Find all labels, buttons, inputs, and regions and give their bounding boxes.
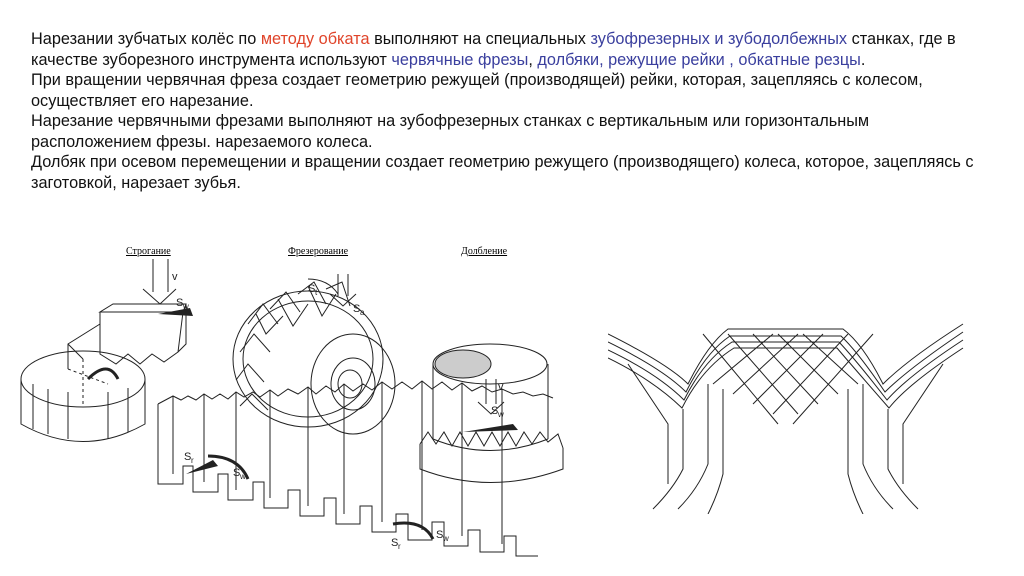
label-s: S <box>353 303 360 315</box>
gear-cutting-methods-figure: Строгание Фрезерование Долбление v S w S… <box>20 246 564 557</box>
label-sub: r <box>398 542 401 551</box>
label-v: v <box>172 271 178 283</box>
caption-planing: Строгание <box>126 246 171 257</box>
shaping-tool <box>432 364 549 439</box>
paragraph-1: Нарезании зубчатых колёс по методу обкат… <box>31 29 991 70</box>
label-sub: w <box>497 410 504 419</box>
tooth-profile-envelope-diagram <box>608 323 964 514</box>
p1-part: выполняют на специальных <box>369 30 591 48</box>
highlight-shapers: долбяки, режущие рейки , <box>537 50 734 69</box>
label-s: S <box>308 283 315 295</box>
p1-part: станках, где в качестве зуборезного инст… <box>31 30 956 69</box>
highlight-rolling-cutters: обкатные резцы <box>738 50 861 69</box>
highlight-hob-cutters: червячные фрезы <box>391 50 529 69</box>
highlight-hobbing-method: методу обката <box>260 30 370 48</box>
label-sub: w <box>442 534 449 543</box>
label-sub: w <box>182 302 189 311</box>
p1-part: , <box>528 50 538 69</box>
planing-rack-tool <box>98 303 187 365</box>
p1-part: Нарезании зубчатых колёс по <box>31 30 261 48</box>
paragraph-4: Долбяк при осевом перемещении и вращении… <box>31 153 974 192</box>
label-s: S <box>176 297 183 309</box>
label-s: S <box>391 537 398 549</box>
paragraph-3: Нарезание червячными фрезами выполняют н… <box>31 112 870 151</box>
highlight-machines: зубофрезерных и зубодолбежных <box>590 30 848 48</box>
label-s: S <box>491 405 498 417</box>
hob-cutter <box>232 290 384 428</box>
caption-shaping: Долбление <box>461 246 508 257</box>
label-s: S <box>436 529 443 541</box>
label-s: S <box>184 451 191 463</box>
text-block: Нарезании зубчатых колёс по методу обкат… <box>31 29 991 193</box>
label-s: S <box>233 467 240 479</box>
caption-milling: Фрезерование <box>288 246 349 257</box>
label-sub: w <box>239 472 246 481</box>
label-sub: r <box>191 456 194 465</box>
paragraph-2: При вращении червячная фреза создает гео… <box>31 71 923 110</box>
label-sub: a <box>360 308 365 317</box>
p1-part: . <box>860 50 866 69</box>
label-sub: t <box>315 288 318 297</box>
label-v: v <box>498 381 504 393</box>
